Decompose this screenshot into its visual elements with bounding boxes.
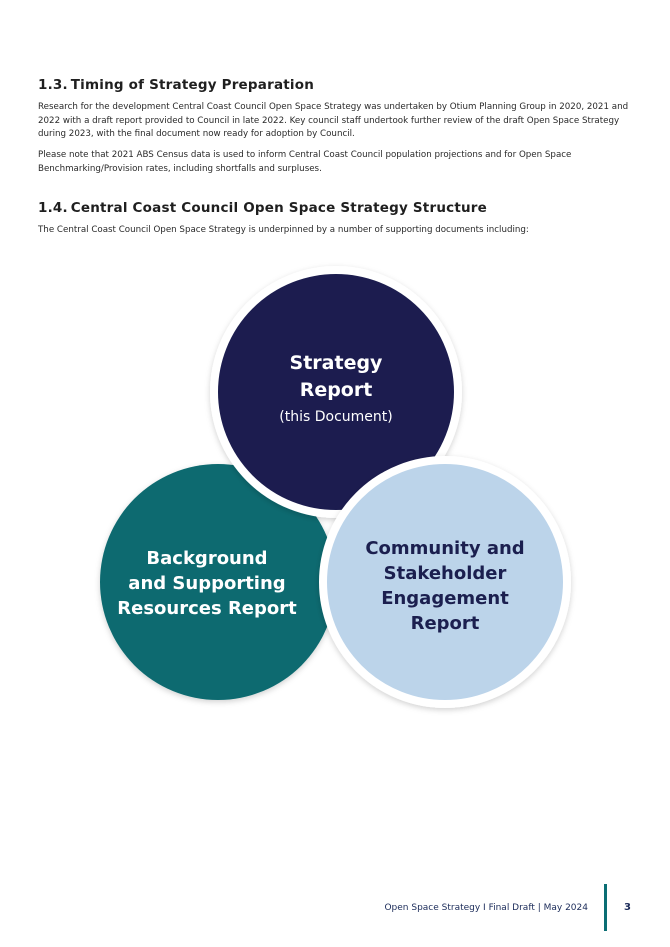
community-report-line4: Report (410, 613, 480, 634)
top-circle-strategy-report (210, 266, 462, 518)
page-number: 3 (624, 902, 631, 913)
footer-divider (604, 884, 607, 931)
strategy-report-title: Strategy Report (this Document) (236, 350, 436, 430)
background-report-line3: Resources Report (117, 598, 297, 619)
community-report-line3: Engagement (381, 588, 509, 609)
strategy-report-subtitle: (this Document) (279, 409, 393, 425)
background-report-line2: and Supporting (128, 573, 286, 594)
community-report-line1: Community and (365, 538, 525, 559)
footer-document-title: Open Space Strategy I Final Draft | May … (384, 903, 588, 913)
right-circle-community-report (319, 456, 571, 708)
background-report-title: Background and Supporting Resources Repo… (102, 546, 312, 621)
paragraph-structure-intro: The Central Coast Council Open Space Str… (38, 225, 529, 235)
community-report-title: Community and Stakeholder Engagement Rep… (340, 536, 550, 636)
strategy-report-title-line2: Report (299, 379, 373, 401)
strategy-report-title-line1: Strategy (289, 352, 383, 374)
background-report-line1: Background (146, 548, 268, 569)
community-report-line2: Stakeholder (383, 563, 507, 584)
paragraph-census-note: Please note that 2021 ABS Census data is… (38, 150, 572, 174)
section-heading-structure: 1.4. Central Coast Council Open Space St… (38, 200, 488, 216)
left-circle-background-report (100, 464, 336, 700)
section-heading-timing: 1.3. Timing of Strategy Preparation (38, 77, 315, 93)
paragraph-timing-research: Research for the development Central Coa… (38, 102, 629, 139)
